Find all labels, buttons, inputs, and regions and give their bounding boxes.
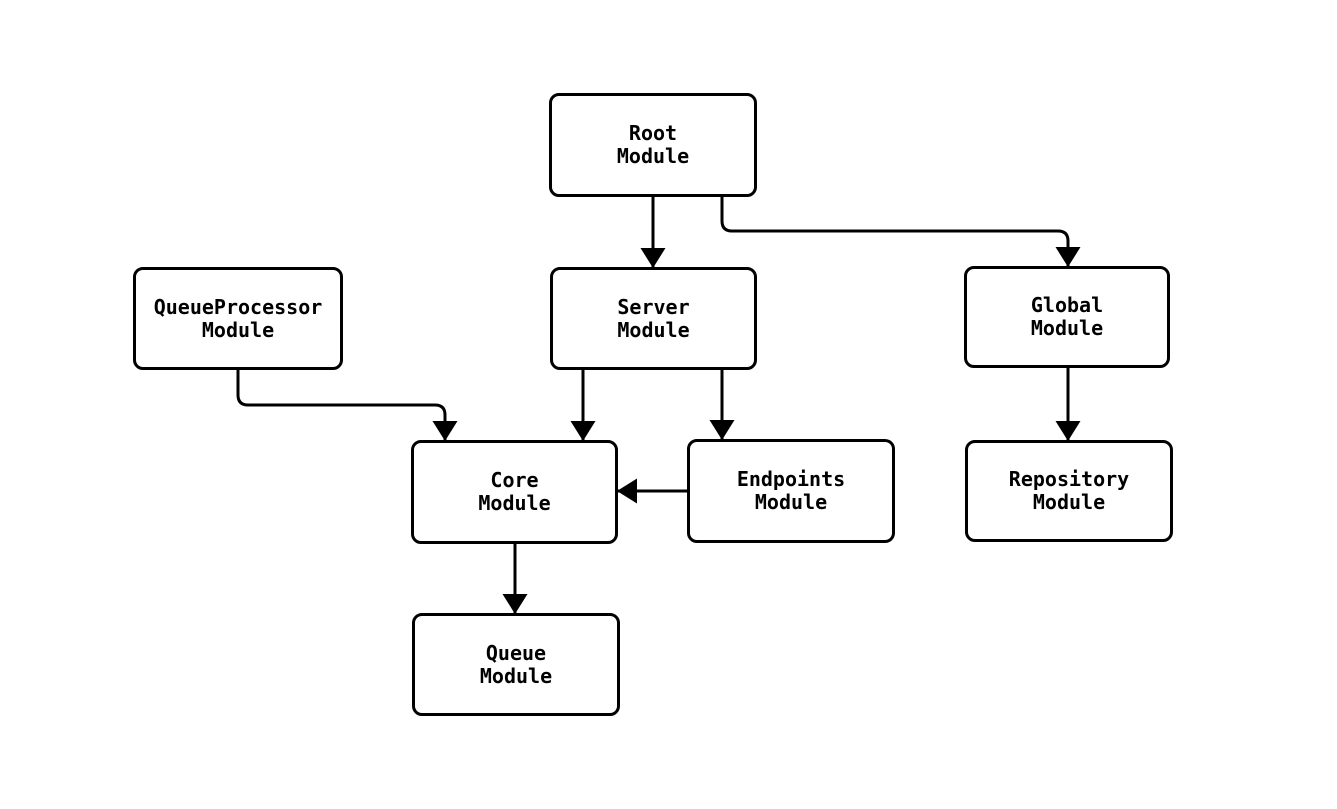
- node-label: Module: [1032, 490, 1106, 514]
- node-label: Module: [616, 144, 690, 168]
- node-label: Module: [617, 317, 690, 342]
- node-label: Queue: [485, 640, 547, 665]
- node-label: Module: [1030, 316, 1104, 340]
- node-label: QueueProcessor: [153, 294, 323, 319]
- node-label: Endpoints: [736, 467, 846, 491]
- node-label: Core: [490, 468, 539, 492]
- node-label: Repository: [1008, 467, 1130, 491]
- node-label: Module: [754, 490, 828, 514]
- node-label: Server: [617, 294, 690, 319]
- node-label: Module: [478, 491, 551, 515]
- node-label: Global: [1030, 293, 1104, 317]
- node-label: Root: [628, 121, 678, 145]
- node-label: Module: [479, 663, 553, 688]
- edge-queueprocessor-core: [236, 370, 458, 441]
- edge-root-global: [720, 197, 1081, 267]
- node-label: Module: [201, 317, 275, 342]
